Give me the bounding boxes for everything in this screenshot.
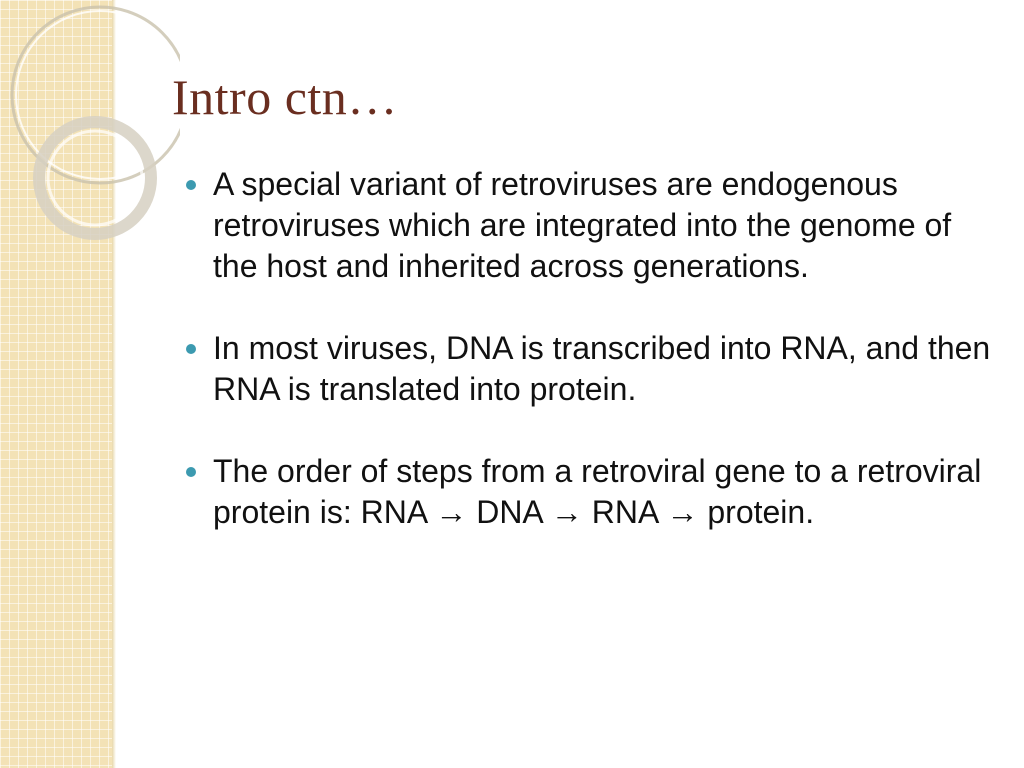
bullet-text: The order of steps from a retroviral gen…	[213, 453, 982, 530]
decorative-rings	[10, 5, 180, 240]
bullet-marker-icon	[186, 180, 196, 190]
bullet-text: A special variant of retroviruses are en…	[213, 166, 952, 284]
bullet-item: A special variant of retroviruses are en…	[186, 164, 996, 287]
bullet-list: A special variant of retroviruses are en…	[186, 164, 996, 574]
bullet-text: In most viruses, DNA is transcribed into…	[213, 330, 991, 407]
slide-title: Intro ctn…	[172, 69, 398, 125]
bullet-marker-icon	[186, 467, 196, 477]
bullet-marker-icon	[186, 344, 196, 354]
bullet-item: In most viruses, DNA is transcribed into…	[186, 328, 996, 410]
bullet-item: The order of steps from a retroviral gen…	[186, 451, 996, 533]
side-strip-edge	[112, 0, 116, 768]
